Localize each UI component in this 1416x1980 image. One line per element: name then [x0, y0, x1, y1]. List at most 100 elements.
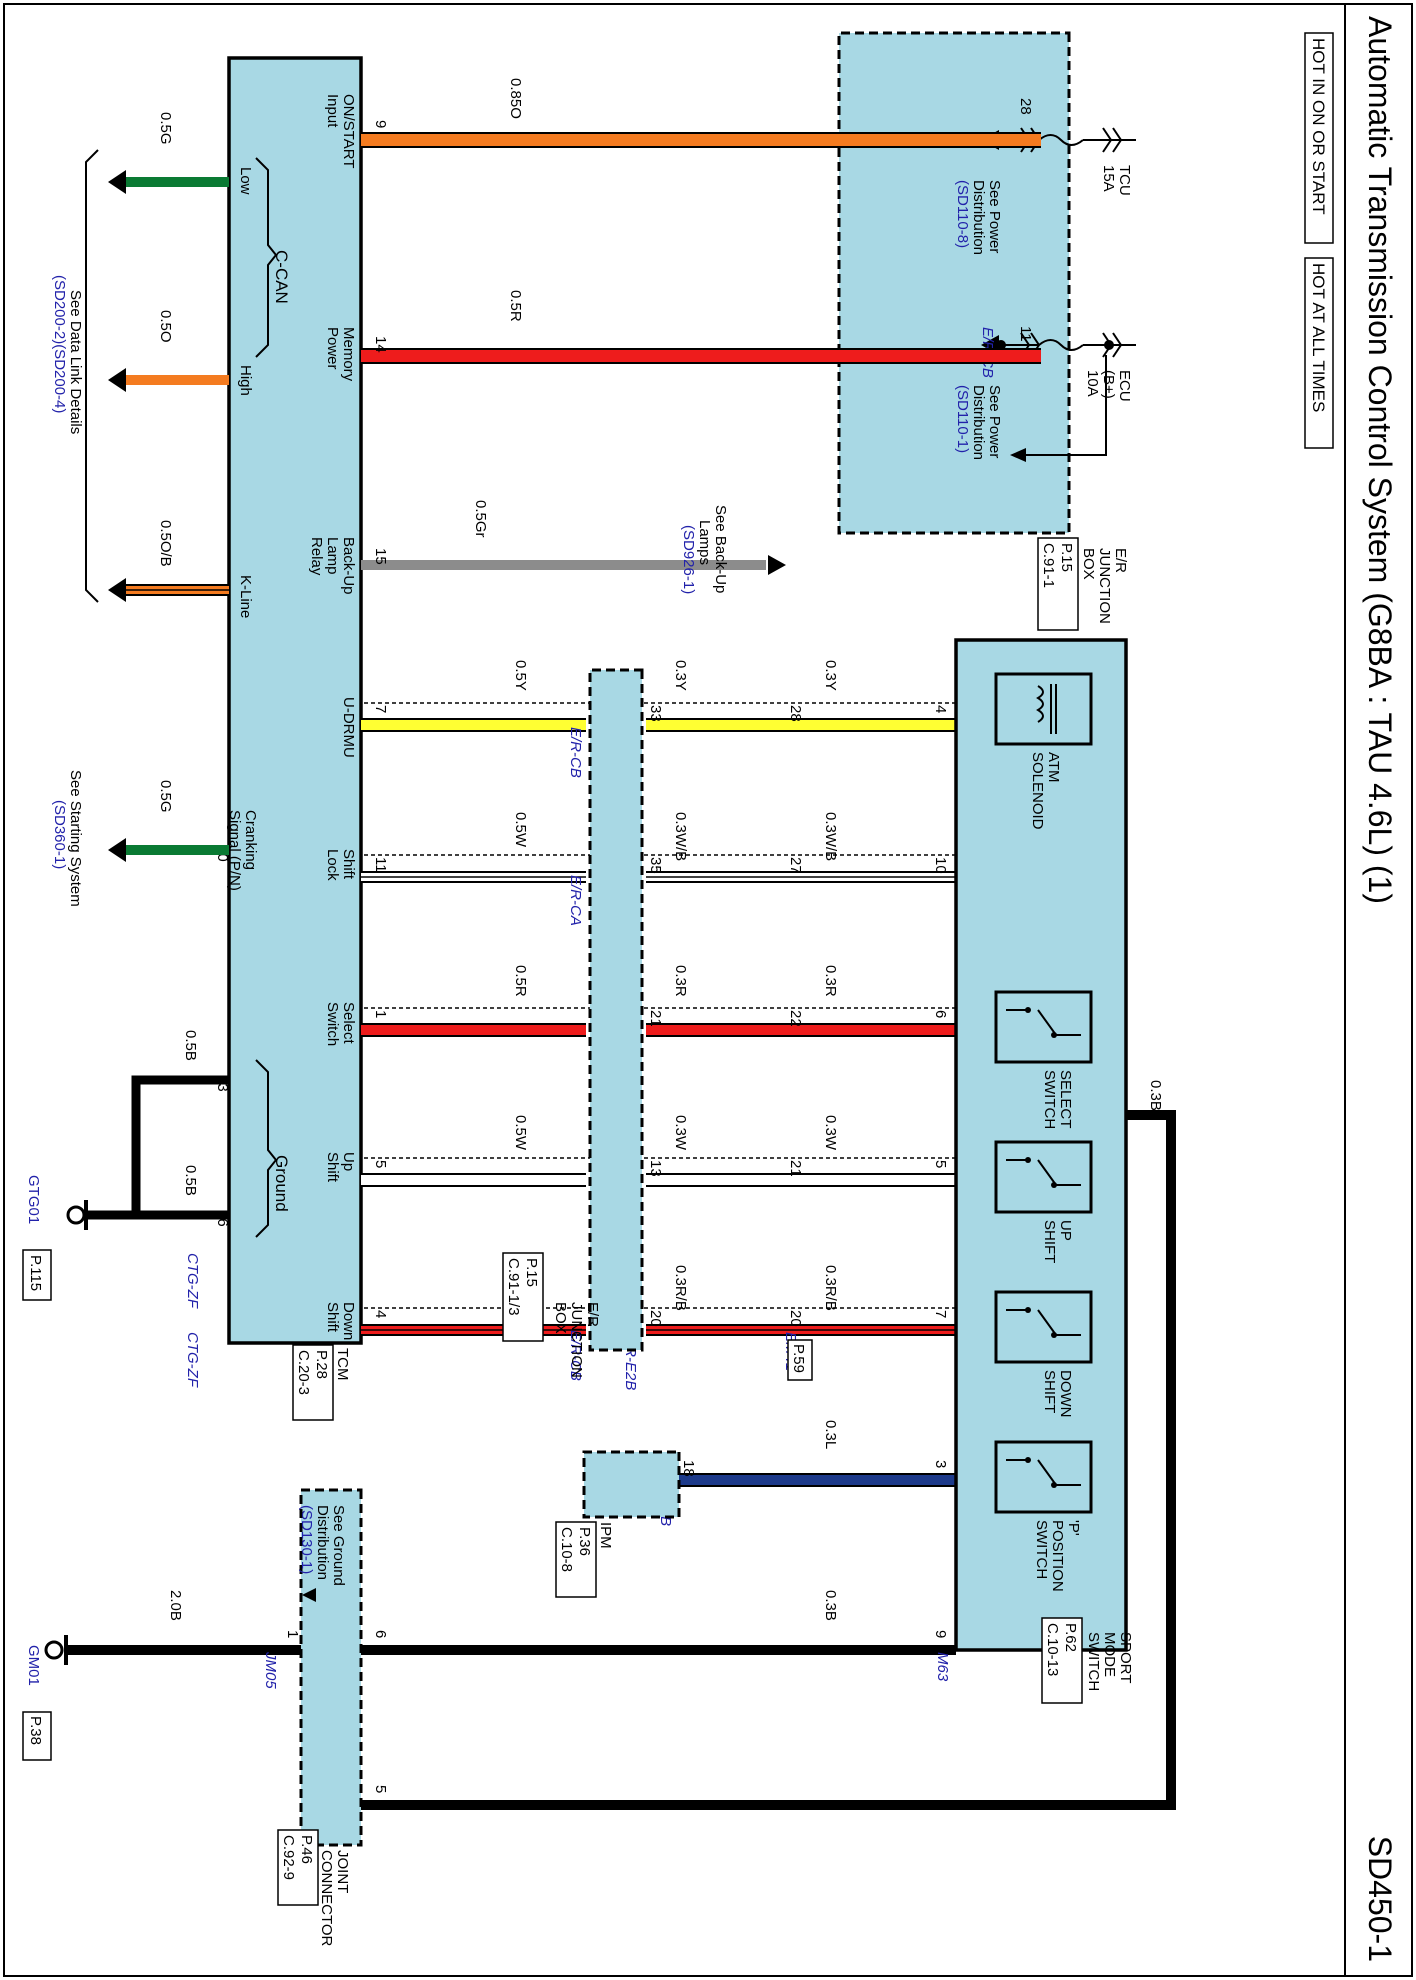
svg-text:See Power: See Power	[986, 385, 1003, 458]
sport-mode-switch-ref: SPORT MODE SWITCH P.62 C.10-13	[1041, 1617, 1134, 1704]
em41-pin: 28	[787, 705, 804, 722]
svg-text:P.28: P.28	[313, 1350, 330, 1379]
ground-distribution-ref: See Ground Distribution (SD130-1)	[298, 1505, 347, 1586]
er-mid-right-pin: 13	[647, 1160, 664, 1177]
wire-label: 0.3W/B	[672, 812, 689, 861]
backup-arrow	[768, 555, 786, 575]
tcm-pin-label: Switch	[324, 1002, 341, 1046]
wire-label: 0.5R	[512, 965, 529, 997]
tcm-pin-label: Shift	[324, 1152, 341, 1183]
svg-text:JUNCTION: JUNCTION	[568, 1302, 585, 1378]
switch-box	[994, 1290, 1093, 1364]
tcm-pin-14: 14	[372, 336, 389, 353]
pin-28-label: 28	[1017, 98, 1034, 115]
page-frame	[3, 3, 1413, 1977]
tcm-signal-pin: 1	[372, 1010, 389, 1018]
svg-text:P.15: P.15	[1058, 543, 1075, 572]
tcm-pin-label: Back-Up	[340, 537, 357, 595]
connector-arrow	[108, 578, 126, 602]
ipm-ref: IPM P.36 C.10-8	[555, 1521, 614, 1598]
tcm-left-pin-label: Cranking	[242, 810, 259, 870]
em41-ref: P.59	[790, 1344, 807, 1373]
wire-label: 0.3R	[822, 965, 839, 997]
switch-label: 'P'	[1065, 1520, 1082, 1536]
wire-harness: 0.85O0.5R9140.5Gr150.5Y0.3Y0.3Y715332840…	[44, 78, 1176, 1824]
starting-system-ref: See Starting System (SD360-1)	[51, 770, 84, 907]
er-mid-right-pin: 21	[647, 1010, 664, 1027]
svg-text:See Data Link Details: See Data Link Details	[67, 290, 84, 434]
svg-text:C.10-8: C.10-8	[558, 1527, 575, 1572]
connector-ctg-zf: CTG-ZF	[184, 1332, 201, 1388]
er-mid-right-pin: 35	[647, 857, 664, 874]
svg-text:P.36: P.36	[576, 1527, 593, 1556]
jm05-pin: 1	[284, 1630, 301, 1638]
svg-text:See Power: See Power	[986, 180, 1003, 253]
page-code: SD450-1	[1362, 1836, 1398, 1962]
joint-connector	[299, 1488, 363, 1847]
tcm-pin-label: Relay	[308, 537, 325, 576]
svg-text:See Back-Up: See Back-Up	[712, 505, 729, 593]
tcm-pin-label: Down	[340, 1302, 357, 1340]
wire-label-backup: 0.5Gr	[472, 500, 489, 538]
connector-arrow	[108, 838, 126, 862]
svg-text:10A: 10A	[1084, 370, 1101, 397]
wire-ground-13	[131, 1075, 229, 1215]
tcm-pin-label: U-DRMU	[340, 697, 357, 758]
svg-text:(SD110-1): (SD110-1)	[954, 385, 971, 453]
connector-er-cb: E/R-CB	[567, 727, 584, 778]
er-mid-right-pin: 33	[647, 705, 664, 722]
svg-text:Distribution: Distribution	[970, 180, 987, 255]
er-box-name-line: BOX	[1080, 548, 1097, 580]
switch-label: SWITCH	[1041, 1070, 1058, 1129]
svg-text:C.91-1/3: C.91-1/3	[505, 1258, 522, 1316]
hot-at-all-times-label: HOT AT ALL TIMES	[1304, 257, 1334, 449]
er-box-name-line: E/R	[1112, 548, 1129, 573]
sport-pin: 6	[932, 1010, 949, 1018]
tcm-pin-label: Lock	[324, 849, 341, 881]
svg-text:15A: 15A	[1100, 165, 1117, 192]
c-can-brace	[255, 157, 278, 358]
wire-label: 0.3R/B	[822, 1265, 839, 1311]
svg-text:IPM: IPM	[597, 1522, 614, 1549]
tcm-signal-pin: 5	[372, 1160, 389, 1168]
sport-switches: SELECTSWITCHUPSHIFTDOWNSHIFT'P'POSITIONS…	[994, 990, 1093, 1592]
backup-lamps-ref: See Back-Up Lamps (SD926-1)	[680, 505, 729, 594]
er-mid-right-pin: 20	[647, 1310, 664, 1327]
wire-label-left: 0.5O/B	[157, 520, 174, 567]
tcm-pin-label: Lamp	[324, 537, 341, 575]
ipm-module	[582, 1450, 681, 1519]
tcm-pin-15: 15	[372, 548, 389, 565]
svg-text:C.91-1: C.91-1	[1040, 543, 1057, 588]
ground-dist-arrow	[302, 1588, 316, 1602]
svg-text:HOT IN ON OR START: HOT IN ON OR START	[1309, 38, 1328, 215]
svg-text:(B+): (B+)	[1100, 370, 1117, 399]
svg-text:C.20-3: C.20-3	[295, 1350, 312, 1395]
wire-label: 0.3Y	[822, 660, 839, 691]
svg-text:SWITCH: SWITCH	[1085, 1632, 1102, 1691]
tcm-left-pin-label: K-Line	[237, 575, 254, 618]
connector-er-cb-2: E/R-CB	[567, 1330, 584, 1381]
tcm-pin-label: Memory	[340, 327, 357, 382]
wire-label: 0.5Y	[512, 660, 529, 691]
svg-text:ATM: ATM	[1045, 752, 1062, 783]
sport-mode-switch	[954, 638, 1128, 1652]
svg-text:P.15: P.15	[523, 1258, 540, 1287]
er-junction-box-middle-ref: E/R JUNCTION BOX P.15 C.91-1/3	[502, 1252, 601, 1378]
svg-text:TCU: TCU	[1116, 165, 1133, 196]
switch-label: DOWN	[1057, 1370, 1074, 1418]
jm05-pin: 6	[372, 1630, 389, 1638]
ipm-pin: 18	[680, 1460, 697, 1477]
power-distribution-ref-1: See Power Distribution (SD110-8)	[954, 180, 1003, 255]
em41-pin: 21	[787, 1160, 804, 1177]
em41-pin: 22	[787, 1010, 804, 1027]
svg-text:C.10-13: C.10-13	[1044, 1623, 1061, 1676]
power-dist-arrow-3	[1010, 448, 1026, 462]
connector-er-ca: E/R-CA	[567, 875, 584, 926]
ground-label: Ground	[272, 1155, 291, 1212]
tcm-pin-label: Select	[340, 1002, 357, 1045]
svg-text:Distribution: Distribution	[314, 1505, 331, 1580]
wire-label-on-start: 0.85O	[507, 78, 524, 119]
connector-arrow	[108, 170, 126, 194]
